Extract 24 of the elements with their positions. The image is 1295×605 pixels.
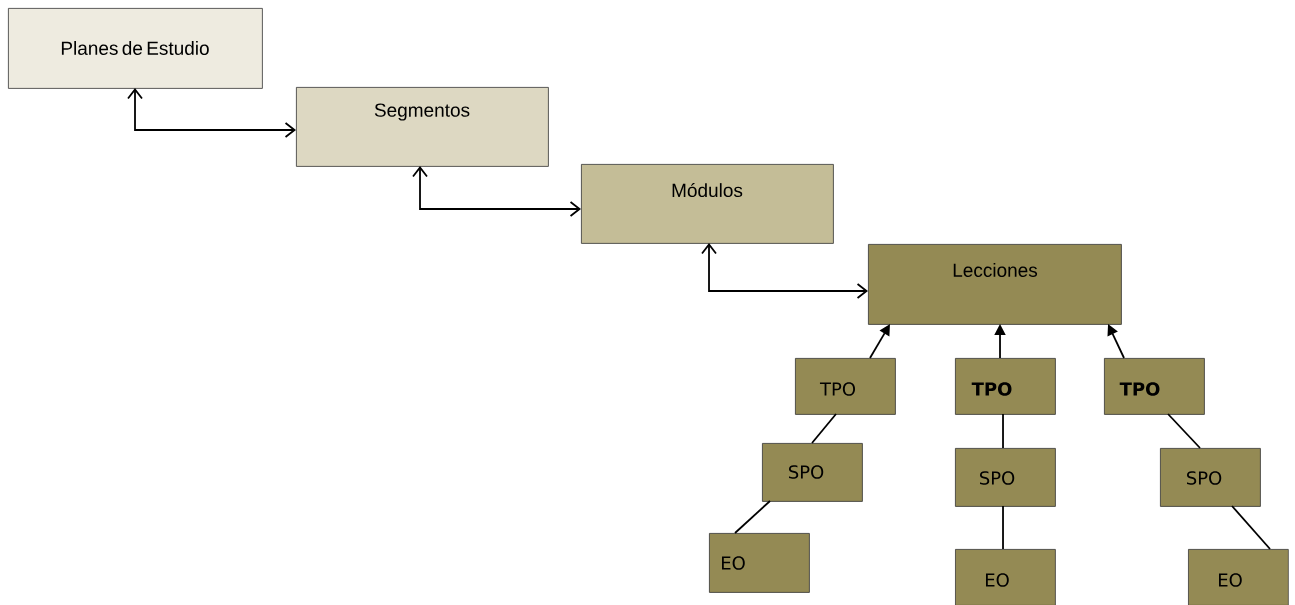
process-box: SPO [1160,448,1261,507]
arrow [412,166,581,217]
process-box: TPO [955,358,1056,415]
process-box: Planes de Estudio [8,8,263,89]
connector-line [1231,505,1271,550]
process-box: Módulos [581,164,834,244]
connector-line [1167,413,1201,449]
process-box: Segmentos [296,87,549,167]
arrow [1107,324,1125,359]
arrow [127,88,296,138]
connector-line [1002,413,1004,449]
connector-line [811,413,837,444]
process-box: TPO [795,358,896,415]
process-box: SPO [955,448,1056,507]
process-box: EO [709,533,810,593]
connector-line [1002,505,1004,550]
process-box: TPO [1104,358,1205,415]
arrow [701,243,868,299]
arrow [869,324,890,359]
process-box: EO [955,549,1056,605]
connector-line [734,500,771,534]
process-box: SPO [762,443,863,502]
process-box: EO [1188,549,1289,605]
process-box: Lecciones [868,244,1122,325]
